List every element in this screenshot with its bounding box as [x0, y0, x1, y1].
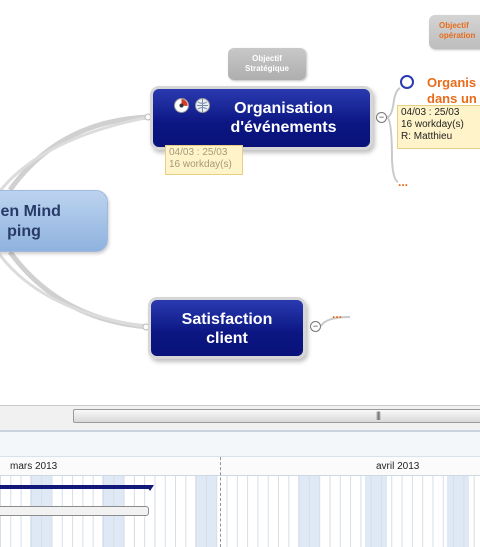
- month-label-april: avril 2013: [376, 461, 420, 472]
- callout-operational-line1: Objectif: [439, 21, 469, 30]
- gantt-chart[interactable]: mars 2013 avril 2013: [0, 430, 480, 547]
- callout-strategic-line1: Objectif: [252, 54, 282, 63]
- more-topics-marker-satisfaction[interactable]: ...: [332, 307, 343, 321]
- topic-events-line1: Organisation: [234, 100, 333, 117]
- subtopic-title-line1: Organis: [427, 75, 477, 90]
- month-separator: [220, 457, 221, 547]
- mindmap-canvas[interactable]: s en Mind ping Objectif Stratégique Orga…: [0, 0, 480, 405]
- info-events-dates: 04/03 : 25/03 16 workday(s): [165, 145, 243, 175]
- gantt-toolbar: [0, 432, 480, 457]
- subtopic-title[interactable]: Organis dans un: [427, 75, 480, 107]
- subtopic-title-line2: dans un: [427, 91, 477, 106]
- collapse-toggle-satisfaction[interactable]: −: [310, 321, 321, 332]
- task-status-icon[interactable]: [400, 75, 414, 89]
- callout-strategic-line2: Stratégique: [244, 64, 289, 73]
- gantt-summary-bar[interactable]: [0, 485, 150, 489]
- info-subtopic-dates: 04/03 : 25/03: [401, 107, 460, 118]
- info-subtopic-duration: 16 workday(s): [401, 119, 464, 130]
- topic-events-line2: d'événements: [230, 119, 337, 136]
- gantt-task-bar[interactable]: [0, 506, 149, 516]
- scrollbar-grip: |||: [376, 410, 381, 420]
- topic-satisfaction-client[interactable]: Satisfaction client: [148, 297, 306, 359]
- topic-satisfaction-line2: client: [206, 330, 248, 347]
- callout-strategic[interactable]: Objectif Stratégique: [228, 48, 306, 80]
- more-topics-marker[interactable]: ...: [398, 175, 409, 189]
- gantt-timescale: [0, 457, 480, 476]
- topic-satisfaction-line1: Satisfaction: [181, 311, 273, 328]
- resource-icon[interactable]: [194, 97, 211, 114]
- scrollbar-thumb[interactable]: |||: [73, 409, 480, 423]
- callout-operational[interactable]: Objectif opération: [429, 15, 480, 49]
- info-events-duration: 16 workday(s): [169, 159, 232, 170]
- collapse-toggle-events[interactable]: −: [376, 112, 387, 123]
- central-topic[interactable]: s en Mind ping: [0, 190, 108, 252]
- info-subtopic: 04/03 : 25/03 16 workday(s) R: Matthieu: [397, 105, 480, 149]
- info-events-date-range: 04/03 : 25/03: [169, 147, 228, 158]
- gantt-summary-bar-end: [146, 485, 154, 491]
- central-topic-line2: ping: [7, 223, 41, 240]
- task-progress-icon[interactable]: [173, 97, 190, 114]
- topic-organisation-events[interactable]: Organisation d'événements: [150, 86, 373, 150]
- info-subtopic-resource: R: Matthieu: [401, 131, 453, 142]
- horizontal-scrollbar[interactable]: |||: [0, 405, 480, 431]
- month-label-march: mars 2013: [10, 461, 58, 472]
- callout-operational-line2: opération: [439, 31, 476, 40]
- central-topic-line1: s en Mind: [0, 203, 61, 220]
